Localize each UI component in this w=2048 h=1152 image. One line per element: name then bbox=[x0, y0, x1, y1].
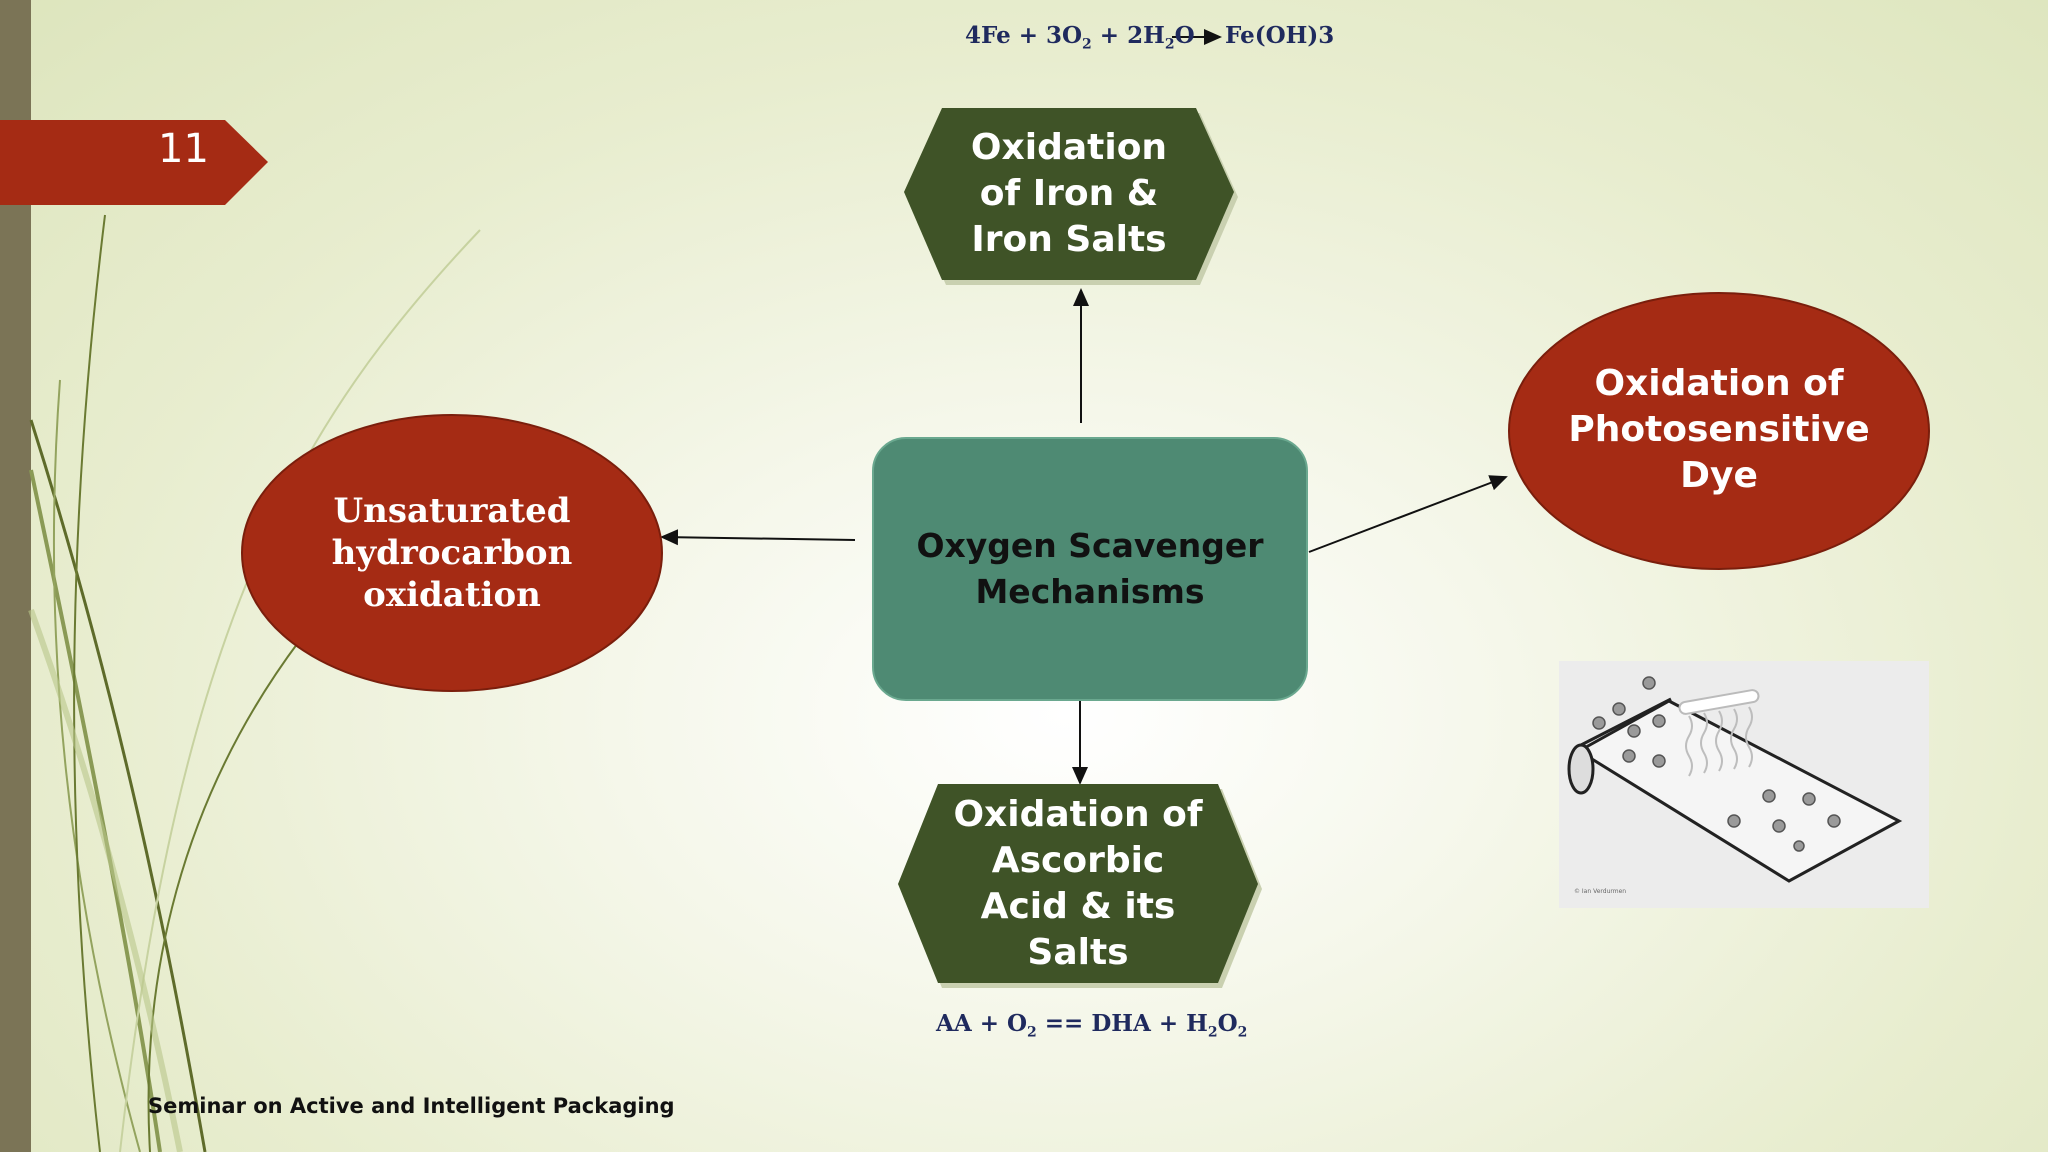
iron-oxidation-product: Fe(OH)3 bbox=[1225, 22, 1335, 49]
center-node bbox=[872, 437, 1308, 701]
arrow-to-left bbox=[660, 529, 856, 546]
arrow-to-right bbox=[1308, 475, 1508, 553]
center-node-label: Oxygen Scavenger Mechanisms bbox=[916, 526, 1264, 611]
left-node-label: Unsaturated hydrocarbon oxidation bbox=[331, 491, 573, 615]
slide-number: 11 bbox=[158, 126, 209, 172]
ascorbic-acid-equation: AA + O2 == DHA + H2O2 bbox=[936, 1010, 1248, 1041]
right-node-label: Oxidation of Photosensitive Dye bbox=[1568, 363, 1870, 496]
slide-footer: Seminar on Active and Intelligent Packag… bbox=[148, 1094, 675, 1118]
iron-oxidation-equation: 4Fe + 3O2 + 2H2O bbox=[965, 22, 1195, 53]
photosensitive-film-illustration: © Ian Verdurmen bbox=[1559, 661, 1929, 908]
slide-number-badge bbox=[0, 120, 268, 205]
bottom-node-label: Oxidation of Ascorbic Acid & its Salts bbox=[953, 793, 1203, 973]
top-node-label: Oxidation of Iron & Iron Salts bbox=[970, 127, 1168, 260]
illustration-caption: © Ian Verdurmen bbox=[1574, 888, 1626, 895]
